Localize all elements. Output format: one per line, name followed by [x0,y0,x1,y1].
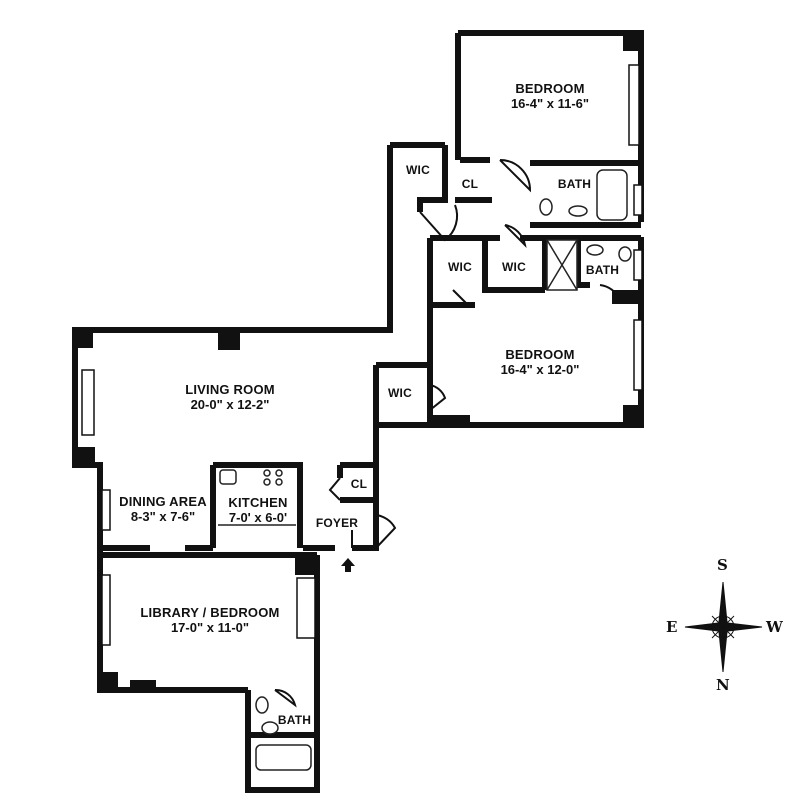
room-label-foyer: FOYER [312,516,362,531]
room-name: KITCHEN [228,495,288,510]
room-label-cl-2: CL [344,477,374,492]
room-name: DINING AREA [119,494,207,509]
room-label-bedroom-2: BEDROOM 16-4" x 12-0" [470,347,610,378]
room-name: FOYER [315,516,359,530]
room-label-cl-1: CL [455,177,485,192]
compass-label-top: S [717,556,728,574]
room-label-bath-2: BATH [580,263,625,278]
room-name: BATH [585,263,620,277]
room-name: BATH [557,177,592,191]
room-name: LIBRARY / BEDROOM [140,605,280,620]
room-dimensions: 20-0" x 12-2" [190,396,270,412]
compass-label-bottom: N [716,676,730,694]
room-dimensions: 7-0' x 6-0' [228,509,288,525]
room-label-kitchen: KITCHEN 7-0' x 6-0' [218,495,298,526]
room-label-wic-1: WIC [398,163,438,178]
walls [72,30,644,793]
windows [81,64,643,646]
room-label-living-room: LIVING ROOM 20-0" x 12-2" [155,382,305,413]
room-label-wic-2: WIC [440,260,480,275]
room-label-bath-1: BATH [552,177,597,192]
room-name: CL [461,177,479,191]
room-name: WIC [406,163,430,177]
room-name: WIC [502,260,526,274]
room-label-wic-3: WIC [494,260,534,275]
room-name: CL [350,477,368,491]
entry-arrow [341,558,355,572]
room-name: BEDROOM [515,81,585,96]
room-label-bedroom-1: BEDROOM 16-4" x 11-6" [480,81,620,112]
room-name: BEDROOM [505,347,575,362]
room-name: WIC [388,386,412,400]
compass-label-left: E [666,618,678,636]
doors [274,159,621,708]
room-dimensions: 16-4" x 11-6" [510,95,590,111]
compass-rose [684,581,763,673]
fixtures [218,169,632,771]
room-label-bath-3: BATH [272,713,317,728]
room-dimensions: 16-4" x 12-0" [500,361,580,377]
room-dimensions: 8-3" x 7-6" [130,508,196,524]
compass-label-right: W [766,618,783,636]
room-label-library-bedroom: LIBRARY / BEDROOM 17-0" x 11-0" [125,605,295,636]
room-label-dining-area: DINING AREA 8-3" x 7-6" [113,494,213,525]
room-name: WIC [448,260,472,274]
room-name: LIVING ROOM [185,382,275,397]
room-name: BATH [277,713,312,727]
room-label-wic-4: WIC [380,386,420,401]
room-dimensions: 17-0" x 11-0" [170,619,250,635]
wall-columns [75,33,641,690]
